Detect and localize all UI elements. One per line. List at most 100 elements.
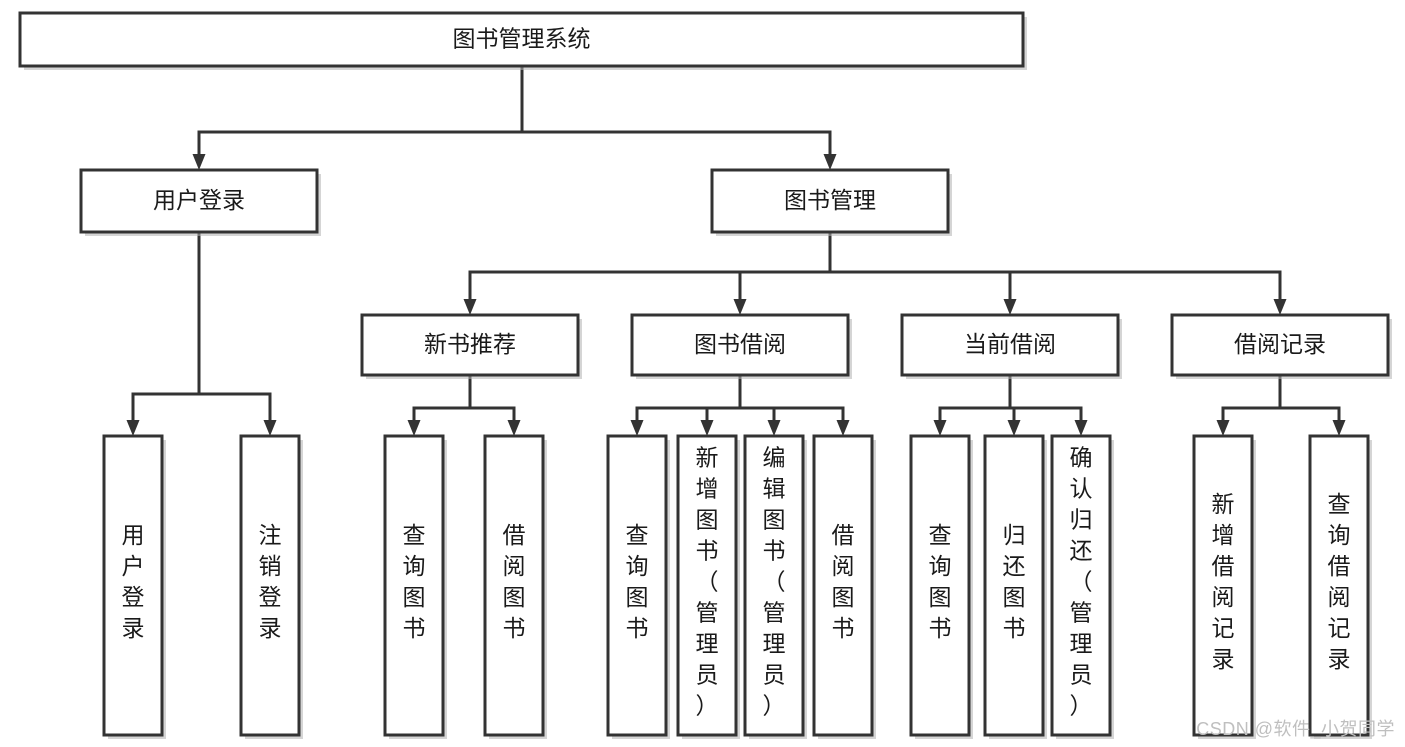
connector-line bbox=[1221, 375, 1282, 423]
node-new-book-recommend[interactable]: 新书推荐 bbox=[360, 313, 582, 379]
arrowhead-icon bbox=[700, 420, 714, 436]
node-box[interactable] bbox=[676, 434, 738, 737]
arrowhead-icon bbox=[126, 420, 140, 436]
connector-line bbox=[705, 375, 742, 423]
connector-line bbox=[738, 232, 832, 302]
node-book-borrow[interactable]: 图书借阅 bbox=[630, 313, 852, 379]
node-label: 新增借阅记录 bbox=[1212, 491, 1235, 672]
node-box[interactable] bbox=[239, 434, 301, 737]
arrowhead-icon bbox=[933, 420, 947, 436]
arrowhead-icon bbox=[767, 420, 781, 436]
node-label: 当前借阅 bbox=[964, 331, 1056, 357]
arrowhead-icon bbox=[263, 420, 277, 436]
connector-e-records-leaf2 bbox=[1278, 375, 1346, 436]
node-box[interactable] bbox=[710, 168, 950, 234]
node-box[interactable] bbox=[812, 434, 874, 737]
connector-line bbox=[131, 232, 201, 423]
connector-e-borrow-leaf4 bbox=[738, 375, 850, 436]
node-box[interactable] bbox=[1050, 434, 1112, 737]
node-box[interactable] bbox=[102, 434, 164, 737]
node-label: 查询借阅记录 bbox=[1328, 491, 1351, 672]
node-box[interactable] bbox=[983, 434, 1045, 737]
connector-line bbox=[635, 375, 742, 423]
node-label: 归还图书 bbox=[1003, 522, 1026, 641]
node-label: 借阅图书 bbox=[832, 522, 855, 641]
node-user-login[interactable]: 用户登录 bbox=[79, 168, 321, 236]
node-label: 查询图书 bbox=[929, 522, 952, 641]
node-box[interactable] bbox=[18, 11, 1025, 68]
node-box[interactable] bbox=[1308, 434, 1370, 737]
connector-e-borrow-leaf1 bbox=[630, 375, 742, 436]
node-label: 查询图书 bbox=[403, 522, 426, 641]
node-leaf-add-book[interactable]: 新增图书（管理员） bbox=[676, 434, 740, 739]
connector-e-current-leaf3 bbox=[1008, 375, 1088, 436]
connector-e-borrow-leaf2 bbox=[700, 375, 742, 436]
arrowhead-icon bbox=[507, 420, 521, 436]
node-leaf-query-book-3[interactable]: 查询图书 bbox=[909, 434, 973, 739]
arrowhead-icon bbox=[630, 420, 644, 436]
node-box[interactable] bbox=[383, 434, 445, 737]
node-leaf-query-book-1[interactable]: 查询图书 bbox=[383, 434, 447, 739]
node-label: 确认归还（管理员） bbox=[1070, 445, 1093, 719]
node-box[interactable] bbox=[1170, 313, 1390, 377]
node-leaf-return-book[interactable]: 归还图书 bbox=[983, 434, 1047, 739]
node-box[interactable] bbox=[909, 434, 971, 737]
node-leaf-logout[interactable]: 注销登录 bbox=[239, 434, 303, 739]
connector-e-bookmgmt-records bbox=[828, 232, 1287, 315]
node-label: 新书推荐 bbox=[424, 331, 516, 357]
node-box[interactable] bbox=[606, 434, 668, 737]
connector-line bbox=[938, 375, 1012, 423]
node-label: 图书借阅 bbox=[694, 331, 786, 357]
node-label: 注销登录 bbox=[259, 522, 282, 641]
connector-line bbox=[197, 66, 524, 157]
node-leaf-user-login[interactable]: 用户登录 bbox=[102, 434, 166, 739]
arrowhead-icon bbox=[1273, 299, 1287, 315]
node-box[interactable] bbox=[79, 168, 319, 234]
node-current-borrow[interactable]: 当前借阅 bbox=[900, 313, 1122, 379]
arrowhead-icon bbox=[407, 420, 421, 436]
connector-line bbox=[468, 232, 832, 302]
connector-line bbox=[520, 66, 832, 157]
arrowhead-icon bbox=[1332, 420, 1346, 436]
node-root[interactable]: 图书管理系统 bbox=[18, 11, 1027, 70]
connector-e-root-bookmgmt bbox=[520, 66, 837, 170]
node-label: 用户登录 bbox=[153, 187, 245, 213]
node-label: 图书管理系统 bbox=[453, 26, 591, 52]
arrowhead-icon bbox=[1216, 420, 1230, 436]
arrowhead-icon bbox=[1074, 420, 1088, 436]
node-leaf-edit-book[interactable]: 编辑图书（管理员） bbox=[743, 434, 807, 739]
node-label: 编辑图书（管理员） bbox=[763, 445, 786, 719]
node-leaf-confirm-return[interactable]: 确认归还（管理员） bbox=[1050, 434, 1114, 739]
connector-e-newbook-leaf2 bbox=[468, 375, 521, 436]
connector-e-newbook-leaf1 bbox=[407, 375, 472, 436]
node-leaf-add-record[interactable]: 新增借阅记录 bbox=[1192, 434, 1256, 739]
node-leaf-query-record[interactable]: 查询借阅记录 bbox=[1308, 434, 1372, 739]
connector-line bbox=[1278, 375, 1341, 423]
node-label: 新增图书（管理员） bbox=[696, 445, 719, 719]
arrowhead-icon bbox=[836, 420, 850, 436]
node-leaf-query-book-2[interactable]: 查询图书 bbox=[606, 434, 670, 739]
node-box[interactable] bbox=[630, 313, 850, 377]
connector-line bbox=[468, 375, 516, 423]
connector-line bbox=[197, 232, 272, 423]
node-box[interactable] bbox=[900, 313, 1120, 377]
connector-e-records-leaf1 bbox=[1216, 375, 1282, 436]
node-box[interactable] bbox=[483, 434, 545, 737]
node-label: 图书管理 bbox=[784, 187, 876, 213]
node-leaf-borrow-book-1[interactable]: 借阅图书 bbox=[483, 434, 547, 739]
connector-e-userlogin-leaf1 bbox=[126, 232, 201, 436]
connector-e-bookmgmt-borrow bbox=[733, 232, 832, 315]
node-box[interactable] bbox=[743, 434, 805, 737]
connector-e-current-leaf1 bbox=[933, 375, 1012, 436]
connector-line bbox=[412, 375, 472, 423]
node-box[interactable] bbox=[1192, 434, 1254, 737]
node-label: 借阅记录 bbox=[1234, 331, 1326, 357]
node-borrow-records[interactable]: 借阅记录 bbox=[1170, 313, 1392, 379]
node-box[interactable] bbox=[360, 313, 580, 377]
node-book-management[interactable]: 图书管理 bbox=[710, 168, 952, 236]
connector-line bbox=[738, 375, 776, 423]
arrowhead-icon bbox=[192, 154, 206, 170]
arrowhead-icon bbox=[823, 154, 837, 170]
node-leaf-borrow-book-2[interactable]: 借阅图书 bbox=[812, 434, 876, 739]
